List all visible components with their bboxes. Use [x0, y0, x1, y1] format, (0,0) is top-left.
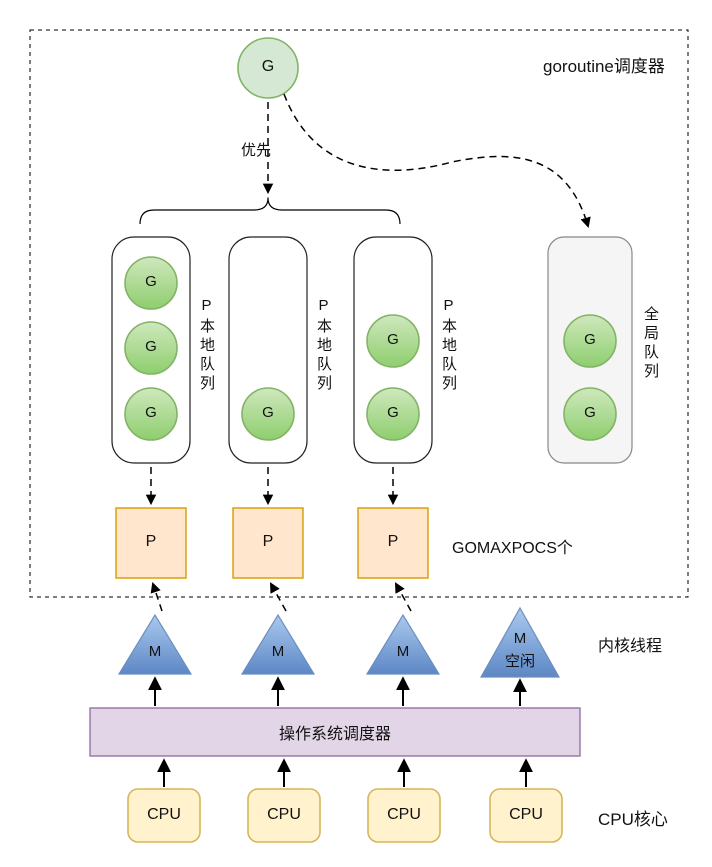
processor-label: P: [262, 533, 274, 550]
cpu-label: CPU: [267, 806, 301, 823]
m-to-p-arrow-3: [394, 582, 412, 612]
cpu-1: [127, 788, 201, 843]
thread-3: [365, 613, 441, 675]
thread-idle-label: 空闲: [504, 653, 536, 670]
cpu-3: [367, 788, 441, 843]
scheduler-title: goroutine调度器: [543, 57, 665, 76]
to-global-queue-arrow: [283, 93, 591, 229]
goroutine-label: G: [387, 404, 399, 421]
cpu-2: [247, 788, 321, 843]
processor-label: P: [145, 533, 157, 550]
local-queue-label-3: P本地队列: [440, 297, 457, 394]
top-goroutine-circle: [237, 37, 299, 99]
goroutine-circle: [241, 387, 295, 441]
goroutine-label: G: [145, 273, 157, 290]
goroutine-label: G: [584, 404, 596, 421]
m-to-p-arrow-1: [150, 582, 163, 612]
local-queue-label-2: P本地队列: [315, 297, 332, 394]
thread-4-idle: [479, 606, 561, 678]
gomaxprocs-label: GOMAXPOCS个: [452, 540, 573, 557]
kernel-threads-label: 内核线程: [598, 638, 663, 655]
goroutine-circle: [124, 256, 178, 310]
thread-label: M: [148, 643, 162, 660]
thread-label: M: [271, 643, 285, 660]
os-scheduler-label: 操作系统调度器: [278, 726, 391, 743]
goroutine-circle: [366, 314, 420, 368]
goroutine-circle: [563, 314, 617, 368]
scheduler-boundary: [29, 29, 689, 598]
processor-1: [115, 507, 187, 579]
goroutine-circle: [563, 387, 617, 441]
thread-label: M: [396, 643, 410, 660]
processor-2: [232, 507, 304, 579]
goroutine-circle: [124, 387, 178, 441]
cpu-label: CPU: [147, 806, 181, 823]
processor-3: [357, 507, 429, 579]
cpu-cores-label: CPU核心: [598, 810, 668, 829]
thread-1: [117, 613, 193, 675]
cpu-label: CPU: [387, 806, 421, 823]
goroutine-label: G: [262, 404, 274, 421]
goroutine-label: G: [145, 338, 157, 355]
local-queues-brace: [139, 197, 401, 225]
thread-label: M: [513, 630, 527, 647]
goroutine-circle: [124, 321, 178, 375]
m-to-p-arrow-2: [269, 582, 287, 612]
processor-label: P: [387, 533, 399, 550]
thread-2: [240, 613, 316, 675]
global-queue-label: 全局队列: [642, 306, 659, 382]
goroutine-circle: [366, 387, 420, 441]
cpu-label: CPU: [509, 806, 543, 823]
cpu-4: [489, 788, 563, 843]
local-queue-label-1: P本地队列: [198, 297, 215, 394]
goroutine-label: G: [584, 331, 596, 348]
top-goroutine-label: G: [261, 58, 275, 75]
priority-label: 优先: [240, 142, 272, 159]
goroutine-label: G: [145, 404, 157, 421]
goroutine-label: G: [387, 331, 399, 348]
os-scheduler: [89, 707, 581, 757]
